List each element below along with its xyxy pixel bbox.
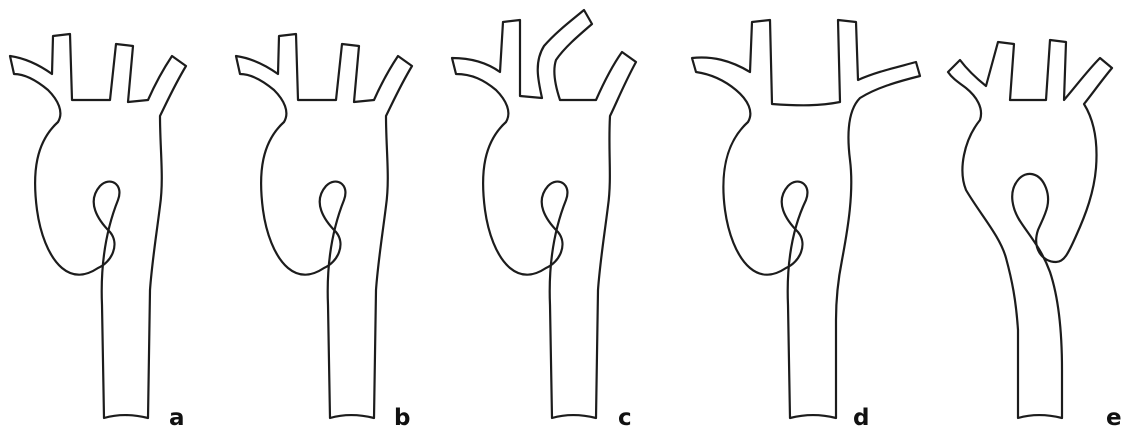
aortic-arch-outline — [692, 20, 920, 418]
panel-label-d: d — [853, 405, 869, 431]
panel-c: c — [452, 10, 636, 431]
panel-label-a: a — [169, 405, 185, 431]
aortic-arch-outline — [236, 34, 412, 418]
panel-d: d — [692, 20, 920, 431]
panel-b: b — [236, 34, 412, 431]
panel-e: e — [948, 40, 1122, 431]
panel-label-e: e — [1106, 405, 1122, 431]
panel-label-b: b — [394, 405, 410, 431]
panel-label-c: c — [618, 405, 632, 431]
aortic-arch-outline — [10, 34, 186, 418]
aortic-arch-outline — [452, 10, 636, 418]
panel-a: a — [10, 34, 186, 431]
aortic-arch-outline — [948, 40, 1112, 418]
